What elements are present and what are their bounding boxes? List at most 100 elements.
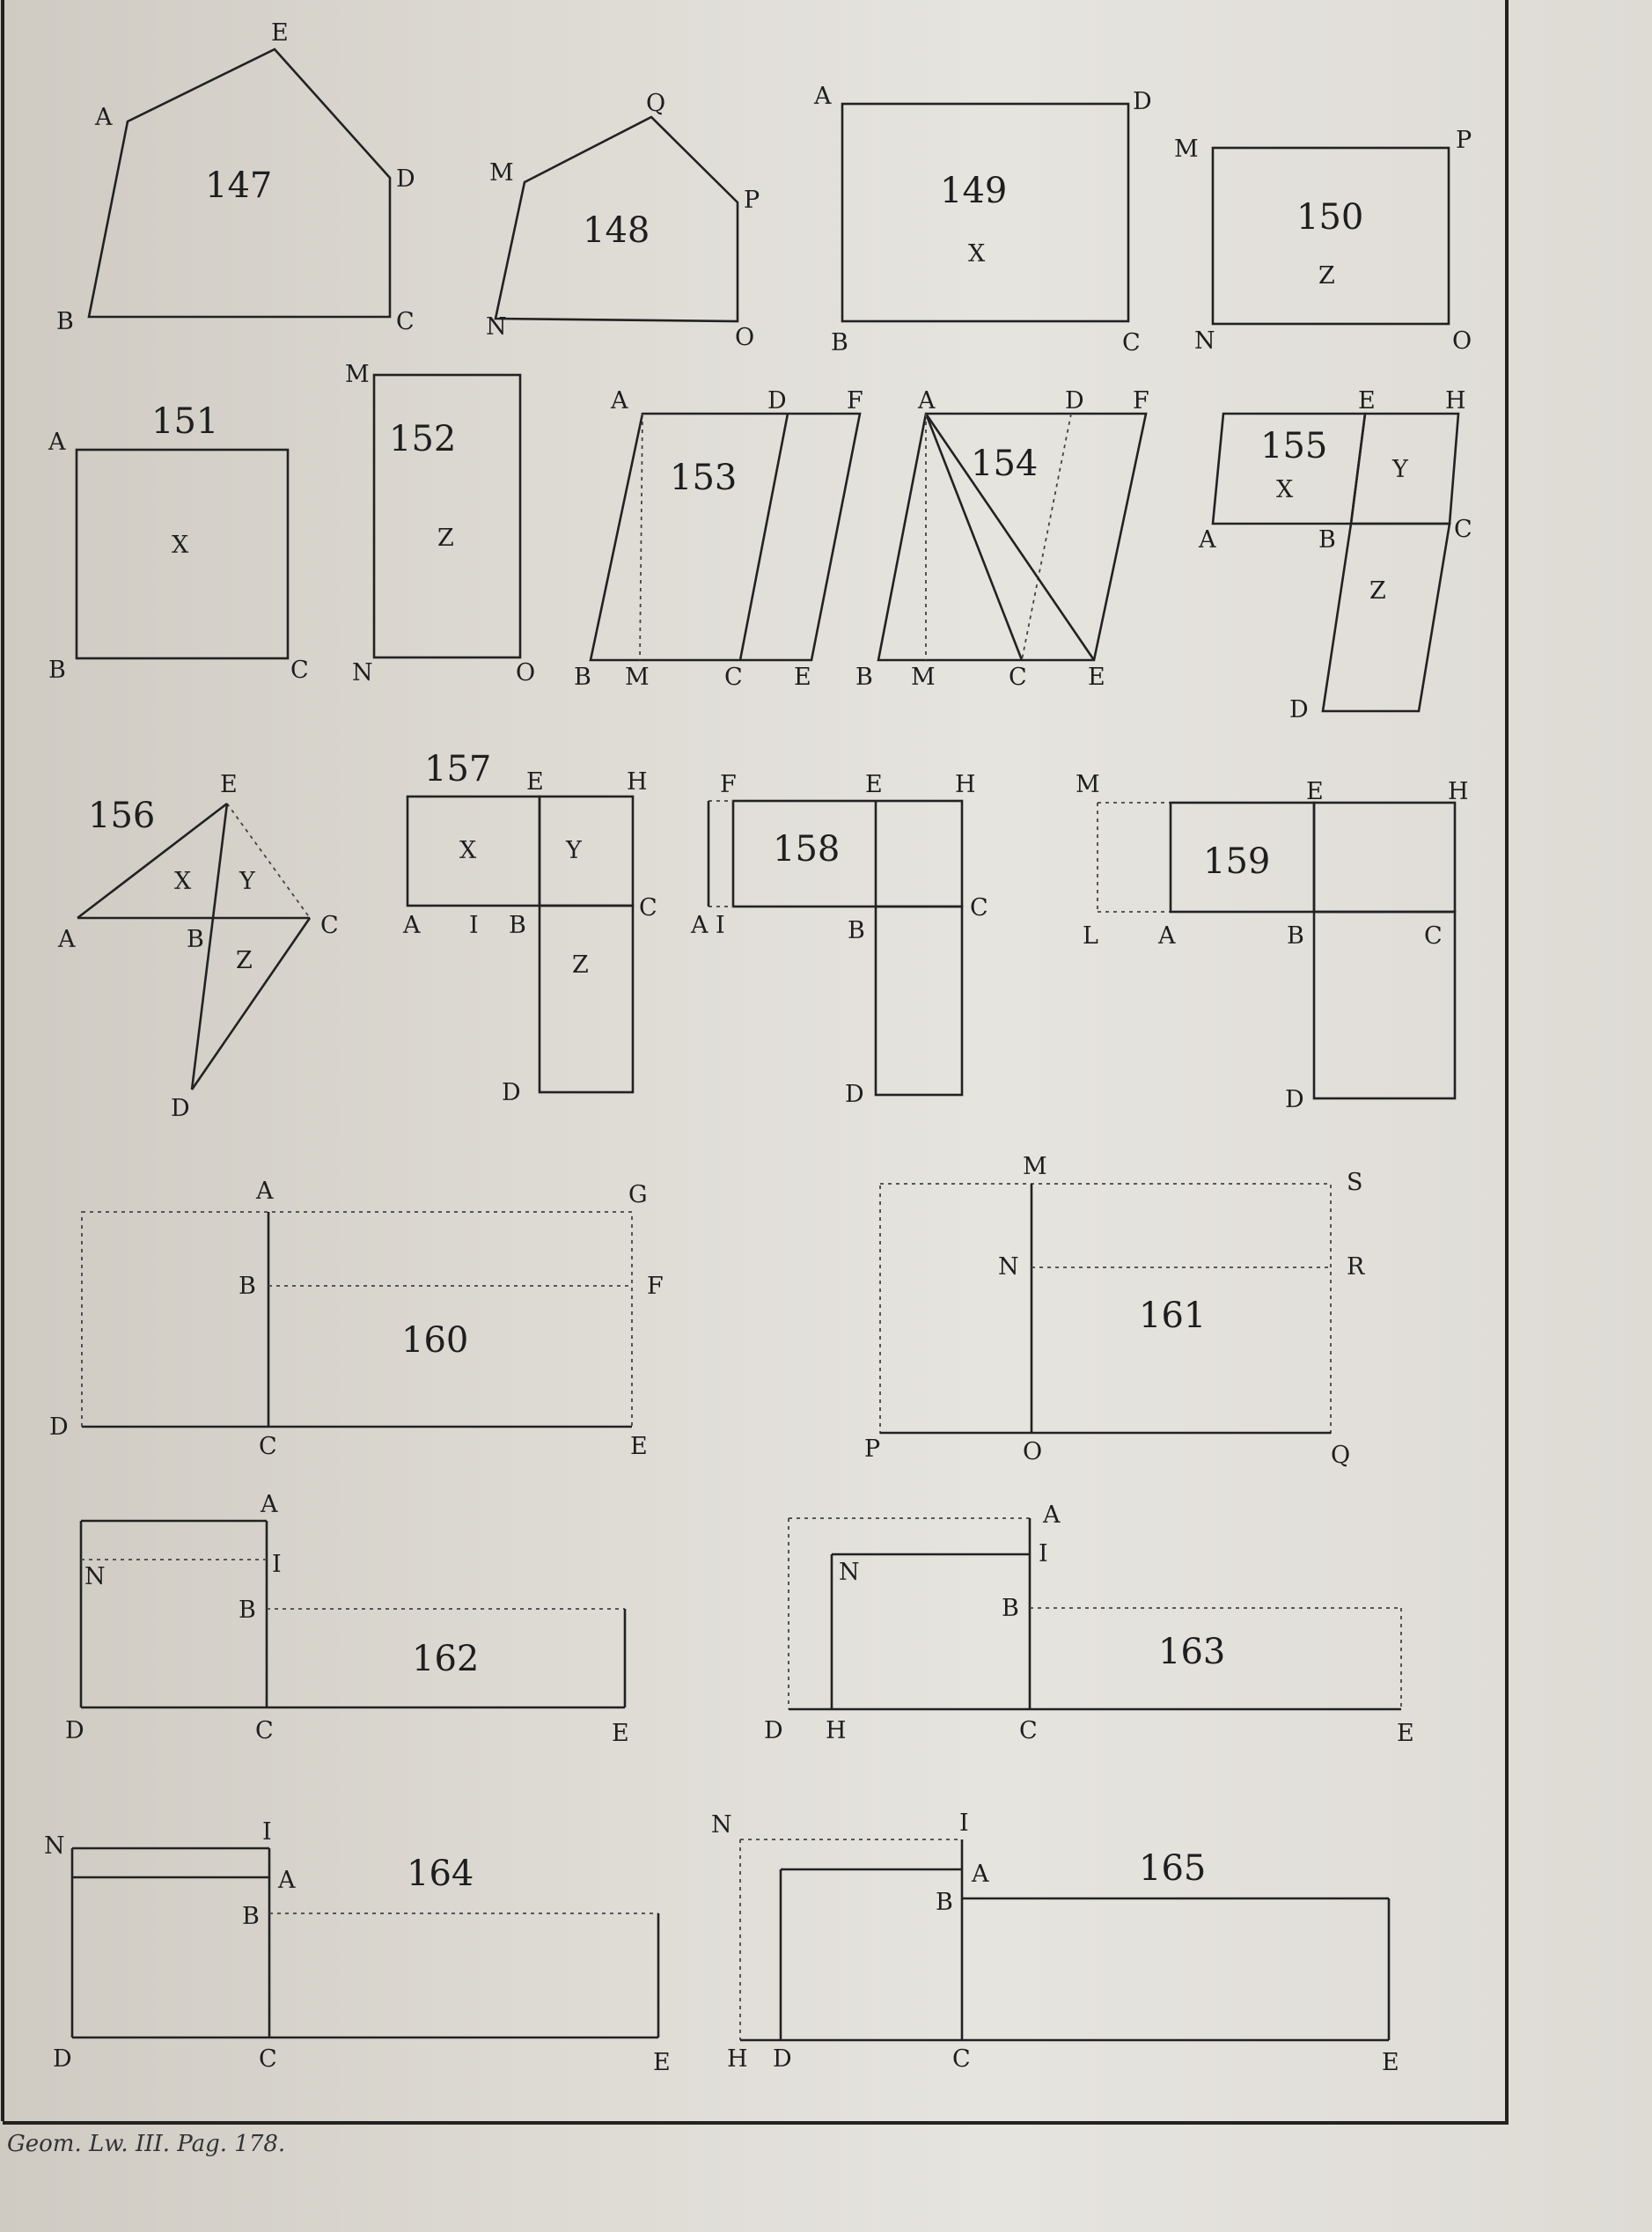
area-label: X [968,240,986,268]
point-label: E [794,664,811,691]
point-label: B [509,912,526,939]
point-label: B [1002,1595,1019,1622]
point-label: B [239,1273,256,1300]
point-label: A [57,926,76,953]
segment-EC-156 [226,803,311,919]
point-label: F [647,1273,664,1300]
point-label: P [1456,127,1472,154]
figure-158: 158 F E H A I B C D [690,771,988,1108]
point-label: H [955,771,976,798]
figure-number: 147 [205,165,272,206]
point-label: N [84,1563,106,1590]
point-label: A [48,429,66,456]
area-label: Y [1391,456,1409,483]
figure-148: 148 Q M P N O [486,90,760,351]
point-label: A [1198,526,1216,554]
point-label: M [489,159,514,187]
point-label: Q [646,90,665,117]
figure-164: 164 N I A B D C E [44,1818,671,2076]
point-label: B [48,657,66,684]
point-label: P [864,1435,880,1463]
point-label: I [469,912,479,939]
rectangle-BD-159 [1312,910,1457,1100]
point-label: H [1445,387,1466,415]
point-label: C [1122,329,1141,356]
area-label: Z [236,947,253,974]
point-label: M [345,361,370,388]
figure-149: 149 X A D B C [813,83,1152,356]
point-label: B [239,1597,256,1624]
point-label: A [1042,1501,1061,1529]
point-label: D [1285,1086,1304,1113]
point-label: M [625,664,650,691]
point-label: C [724,664,743,691]
point-label: H [727,2045,748,2073]
figure-number: 150 [1296,197,1363,238]
point-label: B [1287,922,1304,950]
point-label: E [526,768,544,796]
point-label: A [94,104,113,131]
figure-number: 160 [401,1320,468,1361]
point-label: A [402,912,421,939]
point-label: N [486,313,507,341]
segment-AE-154 [924,413,1096,661]
point-label: Q [1331,1442,1350,1469]
point-label: D [845,1081,864,1108]
figure-160: 160 A G B F D C E [49,1178,664,1460]
point-label: C [320,912,339,939]
point-label: A [255,1178,274,1205]
height-AM-153 [639,413,643,661]
point-label: M [1023,1153,1047,1180]
point-label: S [1347,1169,1363,1196]
figure-number: 158 [773,829,840,870]
point-label: E [271,19,289,47]
point-label: B [936,1889,953,1916]
figure-number: 152 [389,419,456,459]
figure-number: 148 [583,210,650,251]
area-label: X [459,837,477,864]
point-label: E [220,771,238,798]
figure-number: 162 [412,1639,479,1679]
point-label: H [627,768,648,796]
point-label: N [1194,327,1215,355]
area-label: Z [572,951,589,979]
point-label: B [831,329,848,356]
figure-147: 147 E A D B C [56,19,415,335]
point-label: H [1448,778,1469,805]
point-label: D [1133,88,1152,115]
rectangle-BD-158 [874,905,964,1097]
point-label: D [767,387,787,415]
point-label: C [639,894,657,921]
figure-159: 159 M E H L A B C D [1076,771,1469,1113]
point-label: E [1306,778,1324,805]
point-label: A [260,1491,278,1518]
point-label: E [1358,387,1376,415]
point-label: N [44,1832,65,1860]
figure-number: 149 [940,171,1007,211]
figure-165: 165 N I A B H D C E [711,1810,1399,2076]
figure-150: 150 Z M P N O [1174,127,1472,355]
plate-caption: Geom. Lw. III. Pag. 178. [7,2131,285,2157]
point-label: D [1289,696,1309,723]
point-label: E [1397,1720,1414,1747]
area-label: Y [239,868,256,895]
dotted-rectangle-DG-160 [81,1211,633,1428]
figure-153: 153 A D F B M C E [574,387,863,691]
point-label: N [711,1811,732,1839]
figure-number: 163 [1158,1632,1225,1672]
point-label: B [855,664,873,691]
point-label: I [272,1551,282,1578]
figure-number: 153 [670,458,737,498]
pentagon-148 [494,115,739,323]
point-label: E [1382,2049,1399,2076]
point-label: D [53,2045,72,2073]
point-label: F [720,771,737,798]
pentagon-147 [87,48,392,319]
point-label: C [1424,922,1443,950]
figure-154: 154 A D F B M C E [855,387,1149,691]
point-label: N [998,1253,1019,1281]
point-label: L [1083,922,1098,950]
area-label: X [172,532,189,559]
